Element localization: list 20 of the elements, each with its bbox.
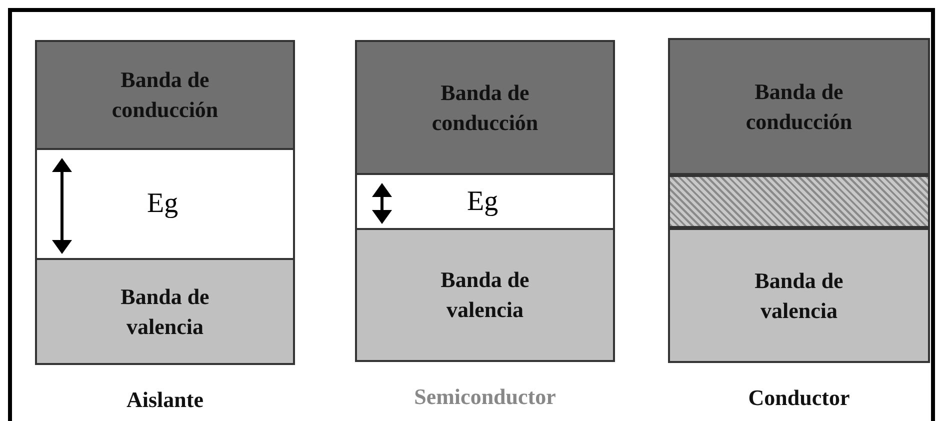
conduction-band bbox=[355, 40, 615, 175]
column-caption: Conductor bbox=[747, 385, 851, 411]
gap-label: Eg bbox=[147, 188, 178, 220]
overlap-band bbox=[668, 175, 930, 228]
valence-band bbox=[35, 258, 295, 365]
band-label: Banda de conducción bbox=[744, 78, 854, 136]
valence-band bbox=[355, 228, 615, 362]
band-label: Banda de valencia bbox=[440, 266, 530, 324]
conduction-band bbox=[35, 40, 295, 150]
conduction-band bbox=[668, 38, 930, 175]
band-gap bbox=[355, 173, 615, 230]
band-label: Banda de conducción bbox=[430, 78, 540, 136]
band-label: Banda de conducción bbox=[110, 66, 220, 124]
band-label: Banda de valencia bbox=[754, 266, 844, 324]
column-caption: Aislante bbox=[126, 387, 204, 413]
valence-band bbox=[668, 228, 930, 363]
gap-label: Eg bbox=[467, 186, 498, 218]
band-gap bbox=[35, 148, 295, 260]
band-label: Banda de valencia bbox=[120, 282, 210, 340]
column-caption: Semiconductor bbox=[413, 384, 557, 410]
